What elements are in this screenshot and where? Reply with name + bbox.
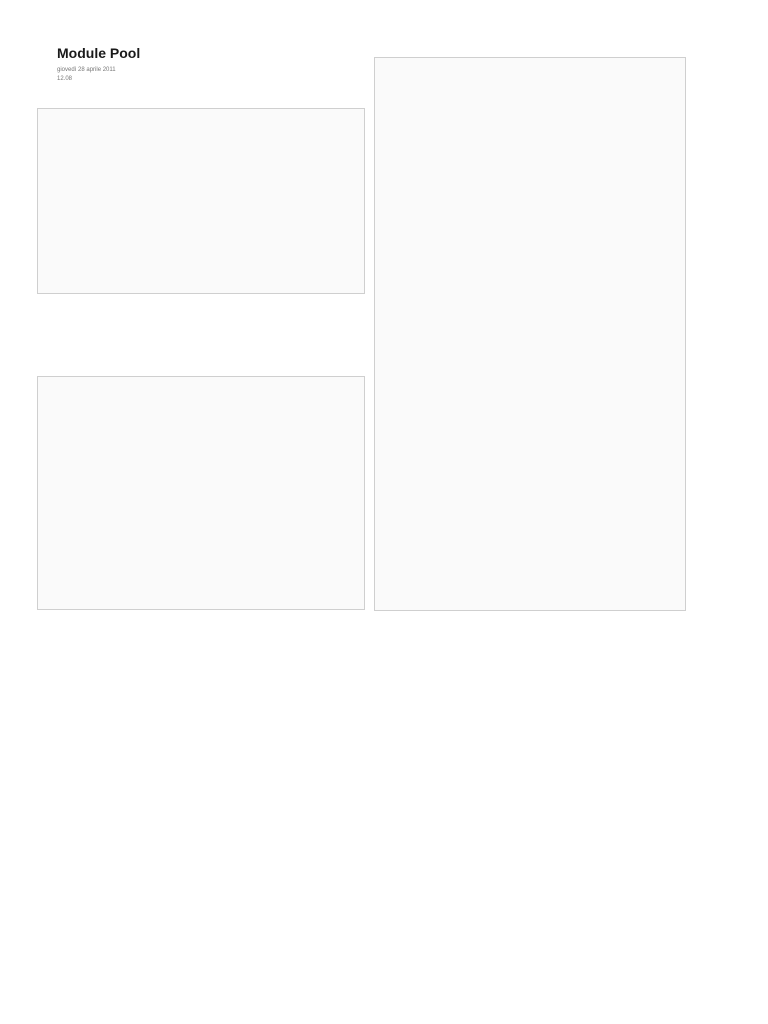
page-meta: giovedì 28 aprile 2011 12.08 [57, 66, 116, 84]
screenshot-panel-bottom-left [37, 376, 365, 610]
page-date: giovedì 28 aprile 2011 [57, 67, 116, 73]
code-panel-right [374, 57, 686, 611]
page-time: 12.08 [57, 76, 73, 82]
page-title: Module Pool [57, 45, 141, 61]
screenshot-panel-top-left [37, 108, 365, 294]
